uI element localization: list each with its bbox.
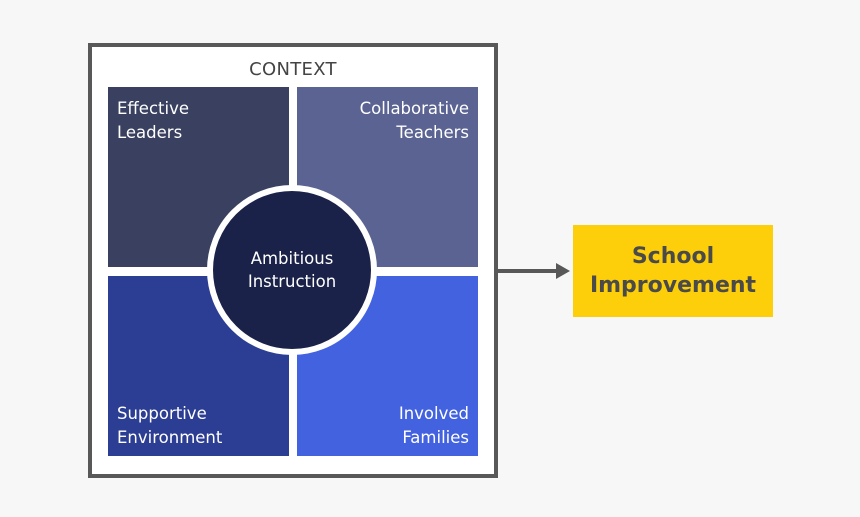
quadrant-involved-families: Involved Families [297, 276, 478, 456]
quadrant-label-line1: Effective [117, 99, 189, 118]
arrow-right-icon [494, 263, 570, 279]
context-frame: CONTEXT Effective Leaders Collaborative … [88, 43, 498, 478]
quadrant-label-line1: Involved [398, 404, 469, 423]
quadrant-label-line1: Supportive [117, 404, 207, 423]
quadrant-label-line2: Teachers [396, 123, 469, 142]
quadrant-label-line2: Families [402, 428, 469, 447]
arrow-head [556, 263, 570, 279]
quadrant-label-line1: Collaborative [359, 99, 469, 118]
center-label-line1: Ambitious [250, 249, 334, 268]
outcome-label-line1: School [631, 244, 715, 269]
center-circle-ambitious-instruction: Ambitious Instruction [207, 185, 377, 355]
outcome-box-school-improvement: School Improvement [573, 225, 773, 317]
quadrant-label-line2: Leaders [117, 123, 183, 142]
context-label: CONTEXT [249, 59, 337, 80]
quadrant-collaborative-teachers: Collaborative Teachers [297, 87, 478, 267]
center-label-line2: Instruction [247, 272, 337, 291]
outcome-label-line2: Improvement [589, 273, 757, 298]
quadrant-label-line2: Environment [117, 428, 223, 447]
quadrant-effective-leaders: Effective Leaders [108, 87, 289, 267]
